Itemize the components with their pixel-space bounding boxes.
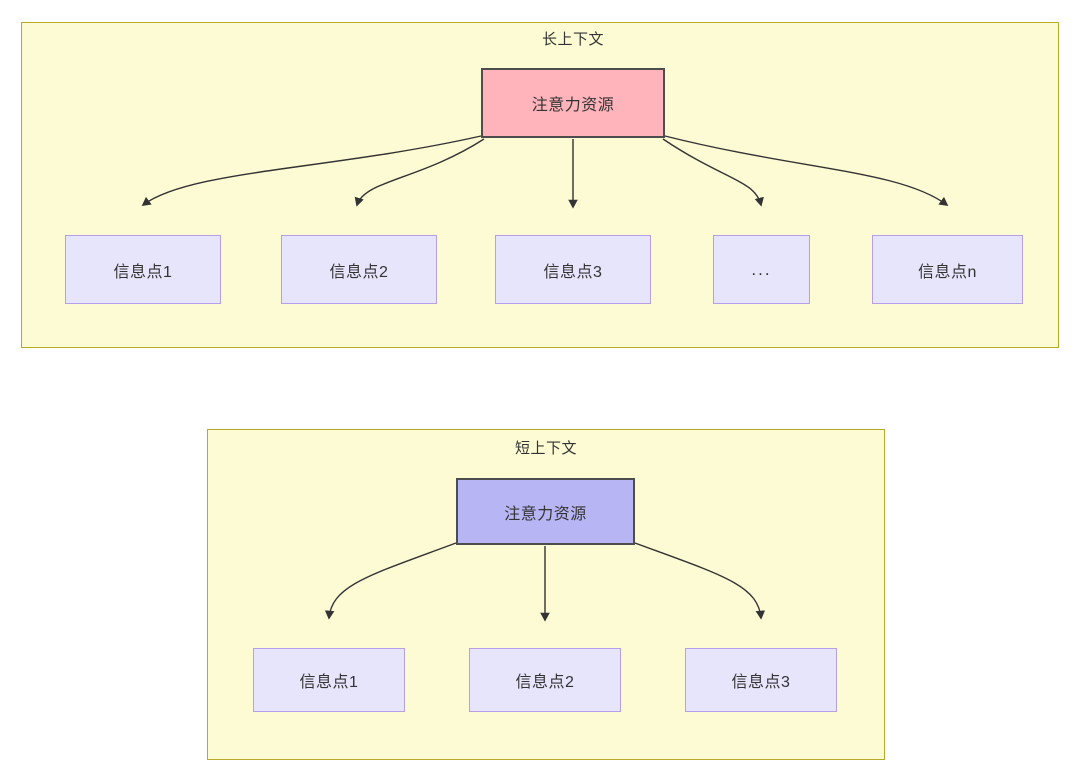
node-info-point-3-long[interactable]: 信息点3 bbox=[495, 235, 651, 304]
section-short-context-title: 短上下文 bbox=[514, 440, 577, 457]
node-info-point-2-short[interactable]: 信息点2 bbox=[469, 648, 621, 712]
node-info-point-1-short[interactable]: 信息点1 bbox=[253, 648, 405, 712]
node-attention-resource-long[interactable]: 注意力资源 bbox=[481, 68, 665, 138]
node-info-point-2-long[interactable]: 信息点2 bbox=[281, 235, 437, 304]
node-info-point-n-long[interactable]: 信息点n bbox=[872, 235, 1023, 304]
node-info-point-1-long[interactable]: 信息点1 bbox=[65, 235, 221, 304]
section-long-context-title: 长上下文 bbox=[541, 31, 604, 48]
node-info-point-ellipsis-long[interactable]: ... bbox=[713, 235, 810, 304]
node-info-point-3-short[interactable]: 信息点3 bbox=[685, 648, 837, 712]
node-attention-resource-short[interactable]: 注意力资源 bbox=[456, 478, 635, 545]
